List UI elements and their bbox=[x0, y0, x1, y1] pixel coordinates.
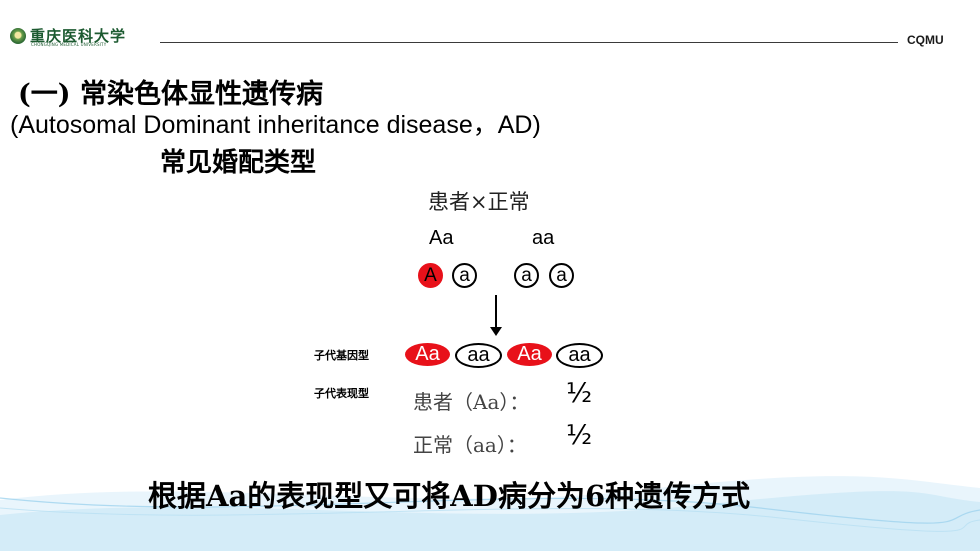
logo-text-cn: 重庆医科大学 bbox=[30, 27, 127, 45]
offspring-genotype-normal: aa bbox=[455, 343, 502, 368]
offspring-genotype-normal: aa bbox=[556, 343, 603, 368]
arrow-down-icon bbox=[490, 327, 502, 336]
arrow-down-shaft bbox=[495, 295, 497, 329]
brand-abbreviation: CQMU bbox=[907, 33, 944, 47]
mating-types-heading: 常见婚配类型 bbox=[160, 148, 317, 178]
offspring-genotype-label: 子代基因型 bbox=[314, 349, 369, 362]
parent1-genotype: Aa bbox=[429, 227, 454, 249]
offspring-genotype-affected: Aa bbox=[507, 343, 552, 366]
offspring-genotype-affected: Aa bbox=[405, 343, 450, 366]
phenotype-affected-ratio: ½ bbox=[566, 378, 593, 409]
phenotype-affected-label: 患者（Aa）： bbox=[413, 390, 530, 414]
slide-title: (一) 常染色体显性遗传病 bbox=[18, 79, 323, 110]
footer-statement: 根据Aa的表现型又可将AD病分为6种遗传方式 bbox=[148, 479, 751, 513]
parent2-allele-recessive: a bbox=[549, 263, 574, 288]
cross-label: 患者×正常 bbox=[428, 190, 530, 214]
parent1-allele-dominant: A bbox=[418, 263, 443, 288]
parent1-allele-recessive: a bbox=[452, 263, 477, 288]
logo-text-en: CHONGQING MEDICAL UNIVERSITY bbox=[31, 42, 107, 47]
parent2-allele-recessive: a bbox=[514, 263, 539, 288]
slide-subtitle: (Autosomal Dominant inheritance disease，… bbox=[10, 111, 541, 139]
header-divider bbox=[160, 42, 898, 43]
phenotype-normal-ratio: ½ bbox=[566, 420, 593, 451]
phenotype-normal-label: 正常（aa）： bbox=[413, 433, 527, 457]
university-logo: 重庆医科大学 CHONGQING MEDICAL UNIVERSITY bbox=[10, 27, 138, 50]
parent2-genotype: aa bbox=[532, 227, 555, 249]
decorative-wave bbox=[0, 476, 980, 551]
offspring-phenotype-label: 子代表现型 bbox=[314, 387, 369, 400]
university-emblem-icon bbox=[10, 28, 26, 44]
